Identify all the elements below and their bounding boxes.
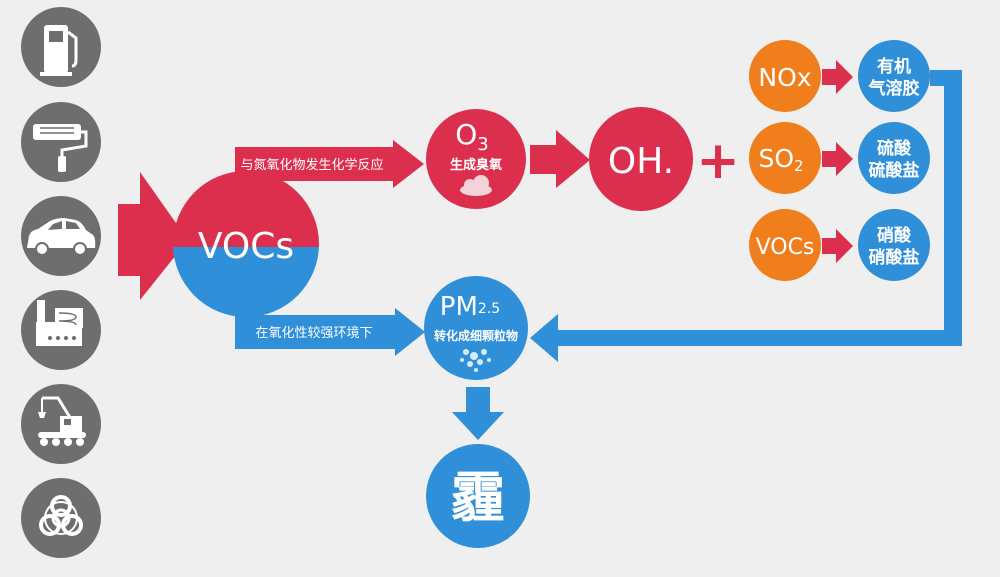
pm25-node: PM2.5 转化成细颗粒物 xyxy=(424,276,528,380)
source-to-vocs-arrow xyxy=(118,172,188,300)
nox-arrow xyxy=(822,60,853,94)
cloud-icon xyxy=(460,175,492,196)
nitrate-line1: 硝酸 xyxy=(877,225,912,246)
o3-to-oh-arrow xyxy=(530,130,590,188)
haze-node: 霾 xyxy=(426,444,530,548)
to-o3-arrow: 与氮氧化物发生化学反应 xyxy=(235,140,424,197)
ozone-subscript: 3 xyxy=(477,134,488,155)
biohazard-icon xyxy=(21,478,101,558)
nox-label: NOx xyxy=(758,63,811,92)
so2-arrow xyxy=(822,142,853,176)
paint-roller-icon xyxy=(21,102,101,182)
so2-label: SO xyxy=(758,144,794,173)
vocs-small-arrow xyxy=(822,229,853,263)
to-o3-arrow-label: 与氮氧化物发生化学反应 xyxy=(240,157,383,173)
sulfate-line2: 硫酸盐 xyxy=(869,160,920,181)
pm-to-haze-arrow xyxy=(452,387,504,440)
organic-aerosol-line2: 气溶胶 xyxy=(868,78,920,99)
svg-text:O3: O3 xyxy=(455,118,489,155)
car-icon xyxy=(21,196,101,276)
source-icons xyxy=(21,7,101,558)
ozone-caption: 生成臭氧 xyxy=(450,157,502,173)
nitrate-line2: 硝酸盐 xyxy=(869,247,920,268)
fuel-pump-icon xyxy=(21,7,101,87)
to-pm-arrow-label: 在氧化性较强环境下 xyxy=(255,326,372,341)
vocs-main-circle: VOCs xyxy=(173,171,319,317)
ozone-node: O3 生成臭氧 xyxy=(426,109,526,209)
factory-icon xyxy=(21,290,101,370)
so2-node: SO2 xyxy=(749,122,821,194)
organic-aerosol-line1: 有机 xyxy=(877,56,911,77)
svg-text:PM2.5: PM2.5 xyxy=(440,292,500,322)
to-pm-arrow: 在氧化性较强环境下 xyxy=(235,292,425,356)
vocs-small-node: VOCs xyxy=(749,209,821,281)
hydroxyl-label: OH. xyxy=(608,141,674,182)
crane-icon xyxy=(21,384,101,464)
ozone-label: O xyxy=(455,118,477,151)
hydroxyl-node: OH. xyxy=(589,107,693,211)
products-return-arrow xyxy=(530,70,962,362)
sulfate-node: 硫酸 硫酸盐 xyxy=(858,122,930,194)
pm25-subscript: 2.5 xyxy=(478,301,500,317)
particles-icon xyxy=(460,349,491,372)
pm25-label: PM xyxy=(440,292,478,322)
plus-sign: + xyxy=(696,131,740,191)
vocs-main-label: VOCs xyxy=(198,226,294,267)
nitrate-node: 硝酸 硝酸盐 xyxy=(858,209,930,281)
pm25-caption: 转化成细颗粒物 xyxy=(434,328,518,343)
vocs-small-label: VOCs xyxy=(756,235,815,260)
sulfate-line1: 硫酸 xyxy=(877,138,912,159)
haze-label: 霾 xyxy=(451,466,505,529)
nox-node: NOx xyxy=(749,40,821,112)
svg-text:SO2: SO2 xyxy=(758,144,803,175)
so2-subscript: 2 xyxy=(794,157,804,175)
organic-aerosol-node: 有机 气溶胶 xyxy=(858,40,930,112)
